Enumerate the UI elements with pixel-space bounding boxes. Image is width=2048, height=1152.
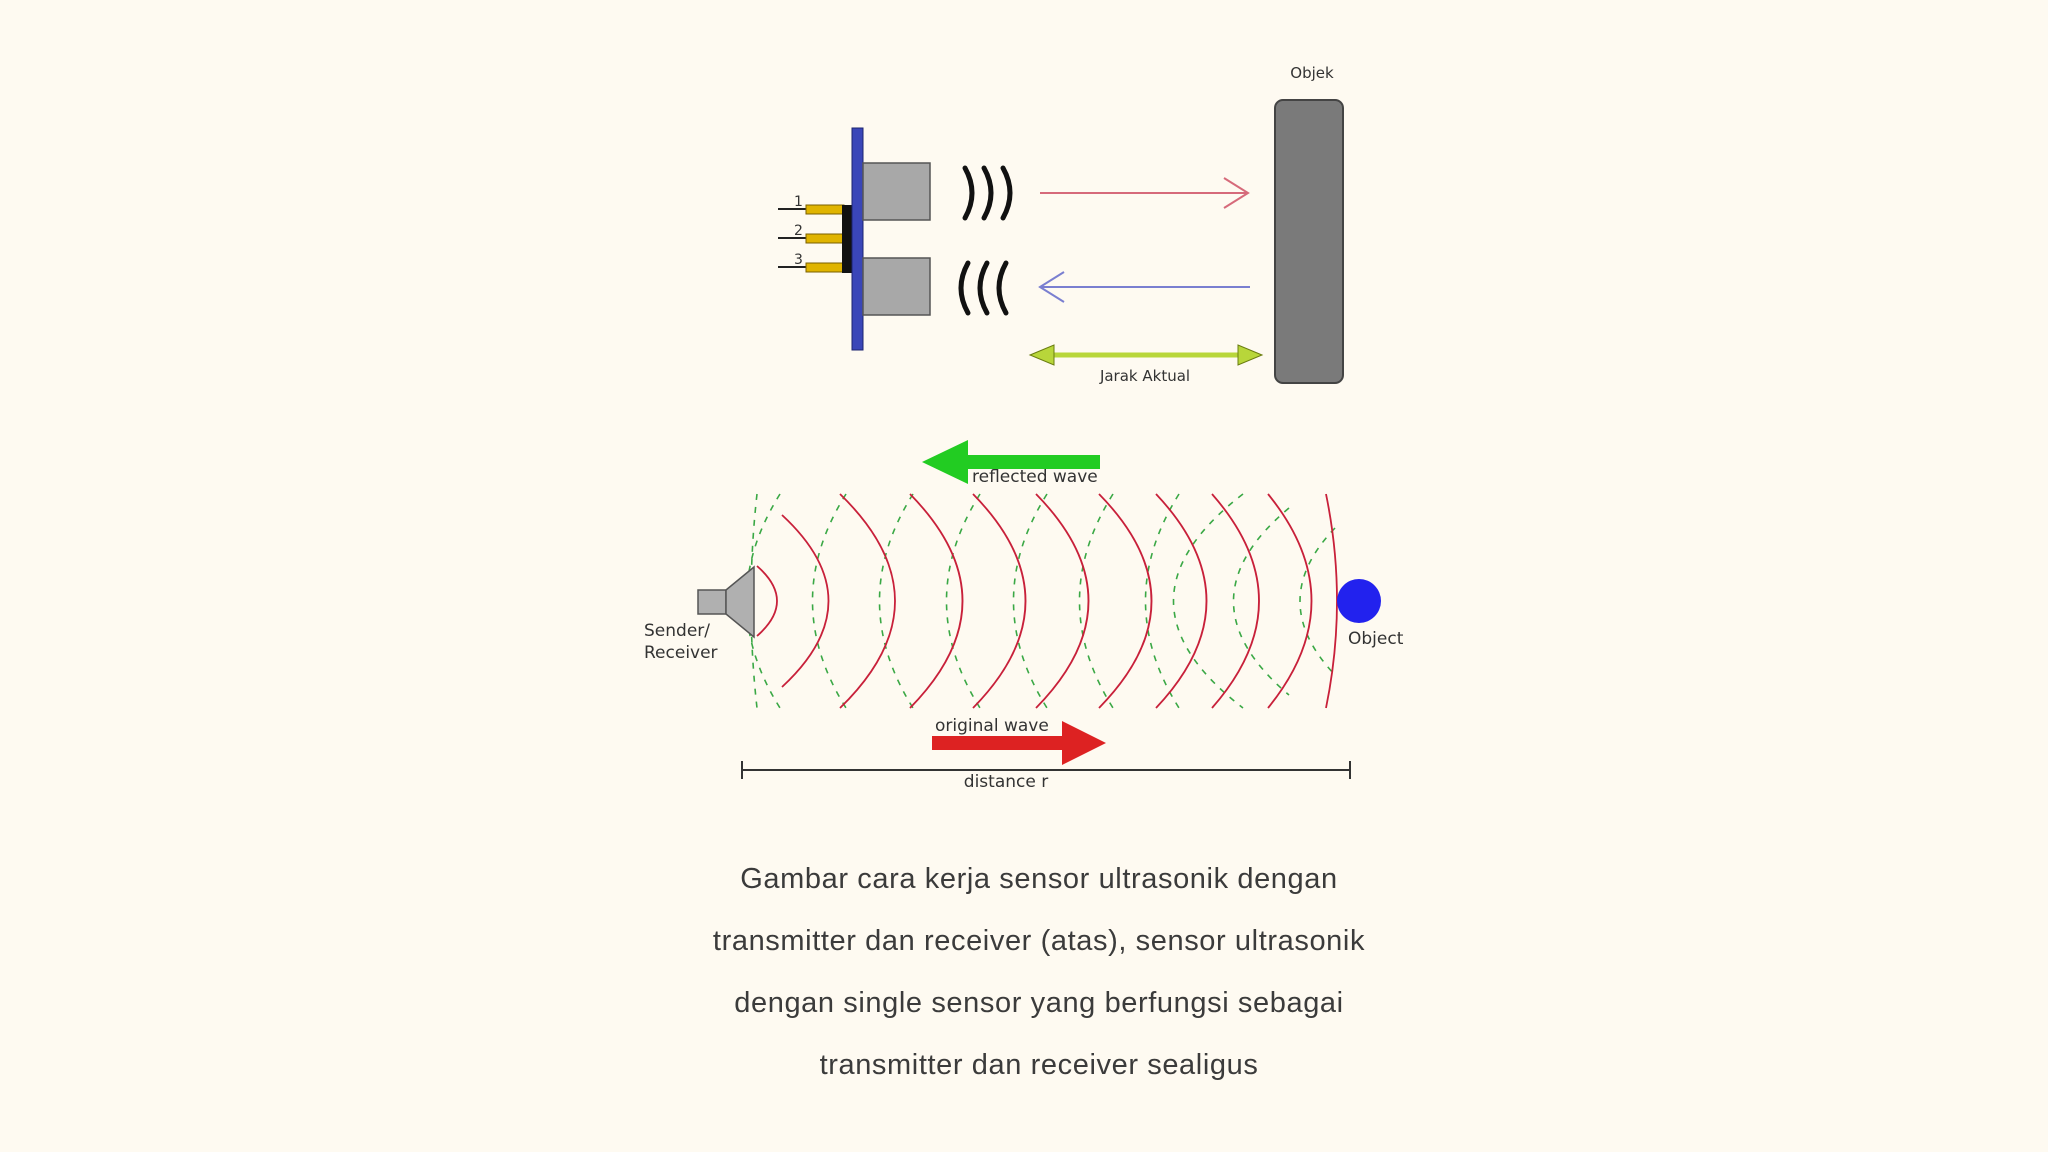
object-block xyxy=(1274,99,1344,384)
receiver-label: Receiver xyxy=(644,643,718,663)
emitted-wave-arcs xyxy=(962,165,1013,221)
send-arrow xyxy=(1040,177,1250,209)
pin-3 xyxy=(805,262,845,273)
pin-2 xyxy=(805,233,845,244)
original-wave-fronts xyxy=(756,493,1338,709)
caption-line-1: Gambar cara kerja sensor ultrasonik deng… xyxy=(740,863,1338,895)
original-wave-arrow xyxy=(932,721,1106,765)
pin-header xyxy=(842,205,854,273)
received-wave-arcs xyxy=(958,260,1009,316)
caption-line-2: transmitter dan receiver (atas), sensor … xyxy=(712,925,1366,957)
reflected-wave-label: reflected wave xyxy=(972,467,1098,487)
speaker-icon xyxy=(697,565,755,639)
transmitter-transducer xyxy=(862,162,931,221)
object-label: Object xyxy=(1348,629,1404,649)
reflected-wave-arrow xyxy=(922,440,1100,484)
echo-arrow xyxy=(1038,271,1250,303)
actual-distance-arrow xyxy=(1028,344,1264,366)
pin-1 xyxy=(805,204,845,215)
reflected-wave-fronts xyxy=(745,493,1336,709)
caption-line-3: dengan single sensor yang berfungsi seba… xyxy=(734,987,1344,1019)
pin-1-number: 1 xyxy=(794,194,803,210)
sensor-pins: 1 2 3 xyxy=(778,194,845,273)
actual-distance-label: Jarak Aktual xyxy=(1099,367,1190,385)
receiver-transducer xyxy=(862,257,931,316)
distance-r-label: distance r xyxy=(964,772,1048,792)
sensor-board xyxy=(851,127,864,351)
object-label-top: Objek xyxy=(1290,64,1334,82)
distance-r-line xyxy=(741,761,1351,779)
single-sensor-diagram: reflected wave xyxy=(644,440,1404,792)
pin-3-number: 3 xyxy=(794,252,803,268)
caption-line-4: transmitter dan receiver sealigus xyxy=(819,1049,1259,1081)
original-wave-label: original wave xyxy=(935,716,1049,736)
object-dot xyxy=(1337,579,1381,623)
figure-caption: Gambar cara kerja sensor ultrasonik deng… xyxy=(524,848,1554,1096)
transmitter-receiver-diagram: 1 2 3 xyxy=(778,64,1344,385)
sender-label: Sender/ xyxy=(644,621,710,641)
pin-2-number: 2 xyxy=(794,223,803,239)
